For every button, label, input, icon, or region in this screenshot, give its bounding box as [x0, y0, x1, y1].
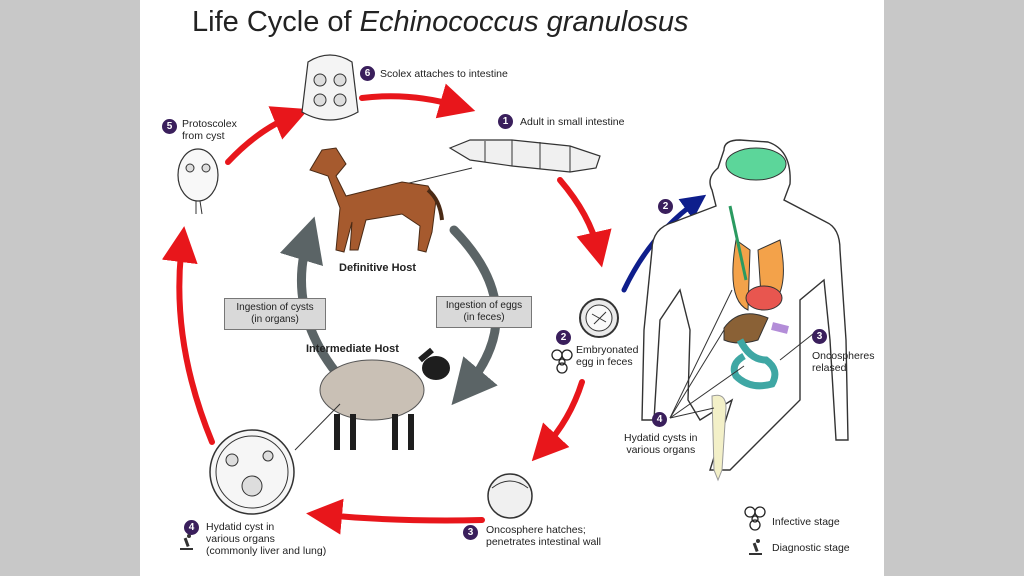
pointer-cyst-to-sheep	[294, 403, 341, 451]
sheep-illustration	[319, 347, 450, 450]
stage-5-badge: 5	[162, 119, 177, 134]
legend-infective-stage: Infective stage	[772, 516, 840, 528]
legend-diagnostic-stage: Diagnostic stage	[772, 542, 850, 554]
stage-3-line-1: Oncosphere hatches;	[486, 524, 586, 536]
stage-4-human-line-1: Hydatid cysts in	[624, 432, 698, 444]
stage-2-line-2: egg in feces	[576, 356, 633, 368]
arrow-2-to-3	[531, 379, 585, 462]
legend-microscope-icon	[749, 539, 762, 555]
stage-4-label: Hydatid cyst in various organs (commonly…	[206, 521, 326, 557]
protoscolex-illustration	[177, 148, 219, 215]
ingestion-eggs-box: Ingestion of eggs (in feces)	[436, 296, 532, 328]
ingestion-eggs-line-1: Ingestion of eggs	[445, 300, 523, 311]
stage-2-label: Embryonated egg in feces	[576, 344, 638, 368]
human-illustration	[641, 139, 849, 482]
intermediate-host-label: Intermediate Host	[306, 343, 399, 355]
stage-2-line-1: Embryonated	[576, 344, 639, 356]
arrow-5-to-6	[225, 106, 309, 165]
adult-worm-illustration	[448, 139, 601, 173]
definitive-host-label: Definitive Host	[339, 262, 417, 274]
arrow-1-to-2	[557, 177, 612, 268]
life-cycle-diagram	[161, 54, 849, 555]
slide: Life Cycle of Echinococcus granulosus 6 …	[140, 0, 884, 576]
stage-3-badge: 3	[463, 525, 478, 540]
dog-illustration	[309, 147, 444, 253]
arrow-6-to-1	[359, 83, 476, 119]
ingestion-cysts-line-1: Ingestion of cysts	[236, 302, 314, 313]
oncosphere-illustration	[487, 473, 533, 519]
stage-2-badge: 2	[556, 330, 571, 345]
pointer-oncospheres	[779, 329, 819, 361]
stage-5-line-2: from cyst	[182, 130, 225, 142]
egg-illustration	[579, 298, 619, 338]
stage-4-line-3: (commonly liver and lung)	[206, 545, 327, 557]
stage-3-human-line-1: Oncospheres	[812, 350, 875, 362]
stage-3-label: Oncosphere hatches; penetrates intestina…	[486, 524, 601, 548]
hydatid-cyst-illustration	[209, 429, 295, 515]
biohazard-icon	[551, 349, 573, 374]
cycle-arrows	[161, 83, 612, 535]
scolex-illustration	[301, 54, 359, 121]
stage-3-human-line-2: relased	[812, 362, 847, 374]
title-species: Echinococcus granulosus	[359, 6, 689, 38]
stage-4-badge: 4	[184, 520, 199, 535]
ingestion-cysts-line-2: (in organs)	[251, 314, 299, 325]
stage-2-human-badge: 2	[658, 199, 673, 214]
stage-6-badge: 6	[360, 66, 375, 81]
stage-4-human-line-2: various organs	[626, 444, 696, 456]
arrow-3-to-4	[306, 498, 485, 535]
stage-3-human-badge: 3	[812, 329, 827, 344]
diagram-title: Life Cycle of Echinococcus granulosus	[192, 6, 689, 39]
stage-4-human-badge: 4	[652, 412, 667, 427]
ingestion-cysts-box: Ingestion of cysts (in organs)	[224, 298, 326, 330]
stage-4-human-label: Hydatid cysts in various organs	[624, 432, 698, 456]
legend-biohazard-icon	[744, 506, 766, 531]
ingestion-eggs-line-2: (in feces)	[463, 312, 505, 323]
stage-3-human-label: Oncospheres relased	[812, 350, 874, 374]
stage-1-label: Adult in small intestine	[520, 116, 625, 128]
stage-5-line-1: Protoscolex	[182, 118, 237, 130]
arrow-4-to-5	[161, 226, 215, 445]
title-prefix: Life Cycle of	[192, 6, 360, 38]
stage-6-label: Scolex attaches to intestine	[380, 68, 508, 80]
stage-5-label: Protoscolex from cyst	[182, 118, 237, 142]
stage-4-line-1: Hydatid cyst in	[206, 521, 275, 533]
stage-4-line-2: various organs	[206, 533, 275, 545]
pointers-hydatid-cysts	[669, 289, 745, 419]
stage-1-badge: 1	[498, 114, 513, 129]
microscope-icon	[180, 534, 193, 550]
stage-3-line-2: penetrates intestinal wall	[486, 536, 601, 548]
